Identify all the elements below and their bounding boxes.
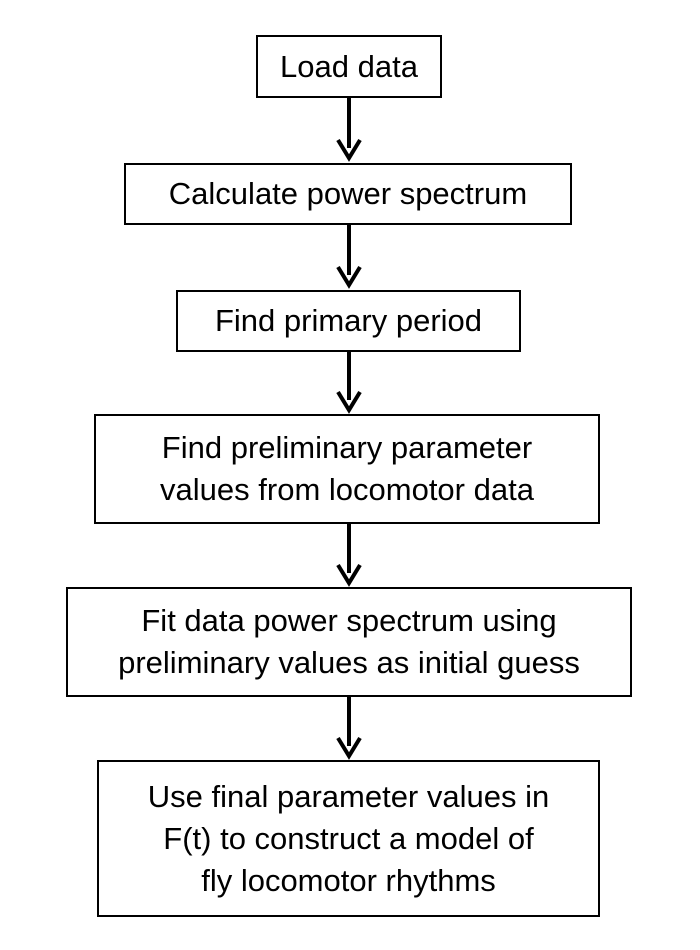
arrow-3: [336, 352, 362, 414]
arrow-1: [336, 98, 362, 162]
step-calculate-power-spectrum-box: Calculate power spectrum: [124, 163, 572, 225]
arrow-2: [336, 225, 362, 289]
step-label-line: Load data: [280, 48, 418, 84]
step-label-line: F(t) to construct a model of: [163, 820, 534, 856]
step-find-preliminary-values-box: Find preliminary parameter values from l…: [94, 414, 600, 524]
step-label-line: values from locomotor data: [160, 472, 534, 507]
step-label-line: Find preliminary parameter: [161, 430, 533, 465]
step-fit-power-spectrum-box: Fit data power spectrum using preliminar…: [66, 587, 632, 697]
step-find-primary-period-box: Find primary period: [176, 290, 521, 352]
step-construct-model-box: Use final parameter values in F(t) to co…: [97, 760, 600, 917]
step-label-line: Use final parameter values in: [147, 778, 550, 814]
step-label-line: fly locomotor rhythms: [201, 862, 496, 898]
arrow-4: [336, 524, 362, 587]
step-label-line: Fit data power spectrum using: [141, 603, 557, 638]
step-label-line: preliminary values as initial guess: [118, 645, 580, 680]
step-load-data-box: Load data: [256, 35, 442, 98]
step-label-line: Find primary period: [214, 303, 483, 338]
arrow-5: [336, 697, 362, 760]
step-label-line: Calculate power spectrum: [168, 176, 528, 211]
